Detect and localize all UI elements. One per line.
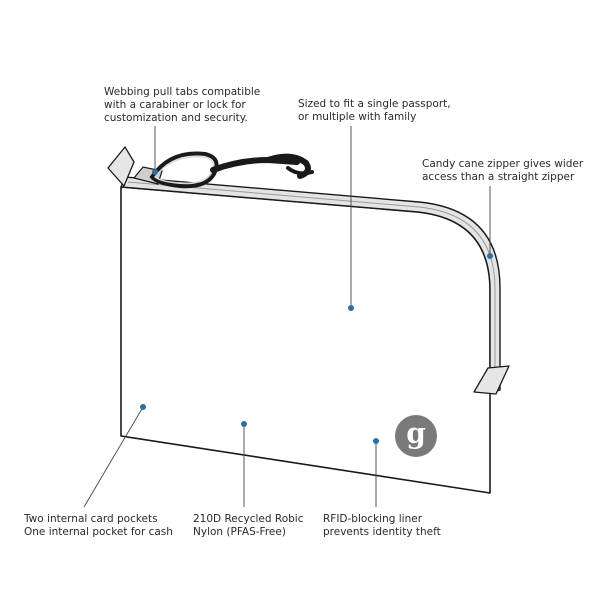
- leader-pockets: [83, 406, 144, 508]
- dot-passport: [348, 305, 354, 311]
- dot-webbing: [152, 169, 158, 175]
- callout-dots: [140, 169, 493, 444]
- callout-line: Sized to fit a single passport,: [298, 98, 451, 110]
- callout-webbing-pull-tabs: Webbing pull tabs compatible with a cara…: [104, 86, 260, 125]
- callout-line: 210D Recycled Robic: [193, 513, 304, 525]
- brand-logo-circle: [395, 415, 437, 457]
- callout-line: One internal pocket for cash: [24, 526, 173, 538]
- zipper-tape: [120, 176, 501, 394]
- left-pull-tab: [107, 146, 135, 187]
- pouch-body: [120, 186, 491, 494]
- callout-line: access than a straight zipper: [422, 171, 575, 183]
- callout-line: customization and security.: [104, 112, 248, 124]
- dot-rfid: [373, 438, 379, 444]
- brand-logo-icon: g: [406, 417, 426, 450]
- right-pull-tab: [473, 365, 510, 395]
- callout-rfid-liner: RFID-blocking liner prevents identity th…: [323, 513, 441, 539]
- callout-line: Two internal card pockets: [24, 513, 158, 525]
- callout-candy-cane-zipper: Candy cane zipper gives wider access tha…: [422, 158, 583, 184]
- zipper-track: [127, 181, 496, 390]
- callout-line: Webbing pull tabs compatible: [104, 86, 261, 98]
- cord-loop: [210, 153, 314, 179]
- callout-line: RFID-blocking liner: [323, 513, 423, 525]
- leader-lines: [83, 126, 491, 508]
- dot-nylon: [241, 421, 247, 427]
- callout-internal-pockets: Two internal card pockets One internal p…: [24, 513, 173, 539]
- callout-recycled-nylon: 210D Recycled Robic Nylon (PFAS-Free): [193, 513, 304, 539]
- callout-line: Candy cane zipper gives wider: [422, 158, 584, 170]
- callout-passport-size: Sized to fit a single passport, or multi…: [298, 98, 451, 124]
- callout-line: prevents identity theft: [323, 526, 441, 538]
- dot-pockets: [140, 404, 146, 410]
- dot-zipper: [487, 253, 493, 259]
- callout-line: or multiple with family: [298, 111, 417, 123]
- carabiner-icon: [149, 151, 219, 189]
- callout-line: with a carabiner or lock for: [104, 99, 246, 111]
- callout-line: Nylon (PFAS-Free): [193, 526, 286, 538]
